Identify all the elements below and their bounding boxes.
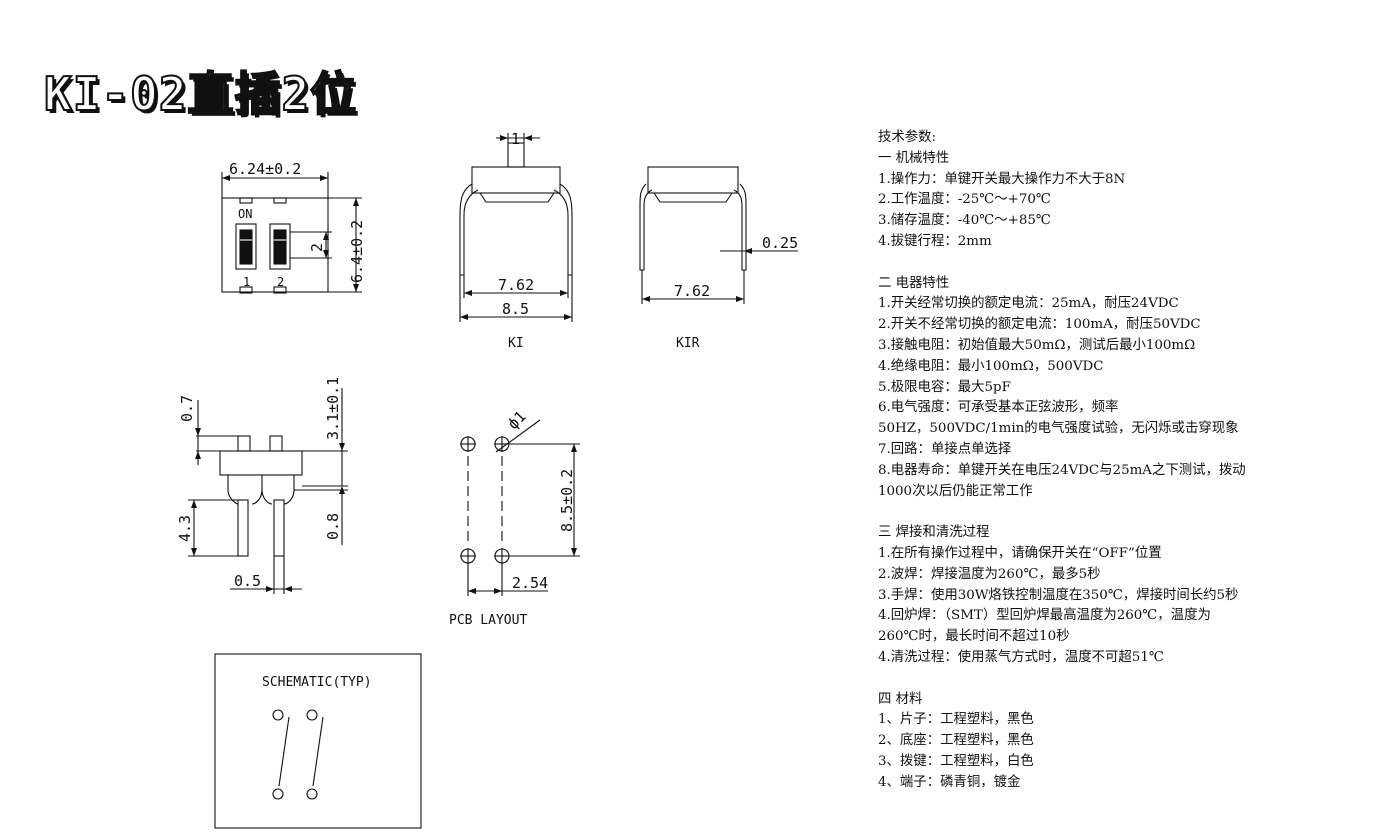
pcb-pitch-dim: 2.54 <box>512 574 548 592</box>
spec-line: 8.电器寿命：单键开关在电压24VDC与25mA之下测试，拨动 <box>878 462 1246 478</box>
kir-thickness-dim: 0.25 <box>762 234 798 252</box>
spec-line: 2.波焊：焊接温度为260℃，最多5秒 <box>878 566 1101 582</box>
spec-line: 1、片子：工程塑料，黑色 <box>878 712 1034 728</box>
side-actuator-dim: 0.7 <box>178 395 196 422</box>
spec-line: 1.操作力：单键开关最大操作力不大于8N <box>878 171 1126 187</box>
spec-line: 1000次以后仍能正常工作 <box>878 483 1033 499</box>
pin-1-label: 1 <box>243 275 250 289</box>
pcb-layout <box>460 419 580 596</box>
spec-line: 1.在所有操作过程中，请确保开关在“OFF”位置 <box>878 545 1162 561</box>
ki-actuator-dim: 1 <box>511 130 520 148</box>
schematic-frame <box>214 653 422 829</box>
spec-line: 三 焊接和清洗过程 <box>878 525 990 541</box>
top-pitch-dim: 2 <box>308 243 326 252</box>
spec-line: 3、拨键：工程塑料，白色 <box>878 753 1034 769</box>
spec-line: 4、端子：磷青铜，镀金 <box>878 774 1021 790</box>
ki-view <box>459 133 573 322</box>
side-pin-length-dim: 4.3 <box>176 515 194 542</box>
side-view-body <box>219 450 303 476</box>
spec-line: 3.手焊：使用30W烙铁控制温度在350℃，焊接时间长约5秒 <box>878 587 1239 603</box>
spec-line: 4.清洗过程：使用蒸气方式时，温度不可超51℃ <box>878 649 1164 665</box>
spec-line: 2.工作温度：-25℃～+70℃ <box>878 192 1051 208</box>
switch-window-2 <box>269 223 291 270</box>
ki-inner-dim: 7.62 <box>498 276 534 294</box>
kir-width-dim: 7.62 <box>674 282 710 300</box>
page-title: KI-02直插2位 <box>43 66 358 122</box>
spec-line: 1.开关经常切换的额定电流：25mA，耐压24VDC <box>878 296 1179 312</box>
spec-spacer <box>878 253 1358 274</box>
kir-caption: KIR <box>676 336 700 351</box>
spec-line: 4.绝缘电阻：最小100mΩ，500VDC <box>878 358 1104 374</box>
pcb-vertical-dim: 8.5±0.2 <box>558 469 576 532</box>
ki-outer-dim: 8.5 <box>502 300 529 318</box>
spec-spacer <box>878 669 1358 690</box>
switch-window-1 <box>235 223 257 270</box>
spec-line: 3.储存温度：-40℃～+85℃ <box>878 213 1051 229</box>
spec-line: 6.电气强度：可承受基本正弦波形，频率 <box>878 400 1119 416</box>
side-view <box>188 388 348 594</box>
ki-caption: KI <box>508 336 524 351</box>
spec-line: 二 电器特性 <box>878 275 950 291</box>
pin-2-label: 2 <box>277 275 284 289</box>
spec-line: 一 机械特性 <box>878 150 950 166</box>
schematic-caption: SCHEMATIC(TYP) <box>262 675 372 690</box>
spec-line: 260℃时，最长时间不超过10秒 <box>878 629 1070 645</box>
on-label: ON <box>238 207 252 221</box>
spec-line: 4.回炉焊：（SMT）型回炉焊最高温度为260℃，温度为 <box>878 608 1211 624</box>
spec-line: 5.极限电容：最大5pF <box>878 379 1011 395</box>
spec-line: 四 材料 <box>878 691 923 707</box>
spec-line: 50HZ，500VDC/1min的电气强度试验，无闪烁或击穿现象 <box>878 421 1239 437</box>
spec-line: 3.接触电阻：初始值最大50mΩ，测试后最小100mΩ <box>878 337 1196 353</box>
spec-spacer <box>878 502 1358 523</box>
side-height-dim: 3.1±0.1 <box>324 377 342 440</box>
technical-specs: 技术参数: 一 机械特性 1.操作力：单键开关最大操作力不大于8N 2.工作温度：-2… <box>878 128 1358 794</box>
spec-line: 2、底座：工程塑料，黑色 <box>878 733 1034 749</box>
spec-line: 7.回路：单接点单选择 <box>878 441 1012 457</box>
top-view <box>221 172 362 294</box>
side-step-dim: 0.8 <box>324 513 342 540</box>
kir-view <box>639 166 798 304</box>
pcb-hole-dim: ф1 <box>504 407 530 433</box>
pcb-caption: PCB LAYOUT <box>449 613 527 628</box>
schematic <box>214 653 422 829</box>
side-pin-width-dim: 0.5 <box>234 572 261 590</box>
spec-line: 技术参数: <box>878 130 937 145</box>
spec-line: 2.开关不经常切换的额定电流：100mA，耐压50VDC <box>878 317 1201 333</box>
top-height-dim: 6.4±0.2 <box>348 220 366 283</box>
spec-line: 4.拔键行程：2mm <box>878 233 992 249</box>
top-width-dim: 6.24±0.2 <box>229 160 301 178</box>
